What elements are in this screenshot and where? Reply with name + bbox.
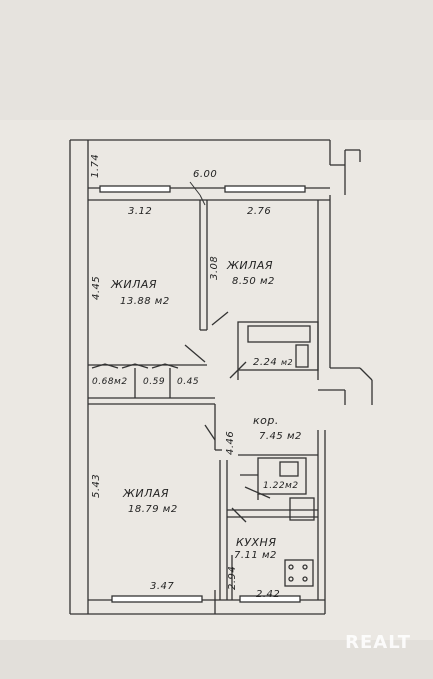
room-area-kitchen: 7.11 м2: [234, 550, 277, 561]
room-area-corridor: 7.45 м2: [259, 431, 302, 442]
room-area-toilet: 1.22м2: [263, 482, 299, 491]
dim-closet1-value: 0.68: [92, 377, 115, 387]
dim-closet1: 0.68м2: [92, 378, 128, 387]
dim-room2-width: 2.76: [247, 206, 272, 217]
dim-top-strip: 1.74: [90, 153, 101, 178]
dim-room3-depth: 5.43: [91, 473, 102, 498]
room-area-living-1: 13.88 м2: [120, 296, 170, 307]
room-area-living-3: 18.79 м2: [128, 504, 178, 515]
dimension-line-overall: [189, 181, 206, 206]
bathroom-area-unit: м2: [280, 358, 294, 367]
toilet-area-unit: м2: [285, 481, 299, 491]
dim-closet3: 0.45: [177, 377, 200, 387]
dim-room2-depth: 3.08: [209, 255, 220, 280]
dim-closet2: 0.59: [143, 377, 166, 387]
room-label-kitchen: КУХНЯ: [236, 536, 277, 549]
room-area-living-2: 8.50 м2: [232, 276, 275, 287]
room-label-living-1: ЖИЛАЯ: [111, 278, 158, 291]
dim-corridor-depth: 4.46: [225, 430, 236, 455]
dim-room3-width: 3.47: [150, 581, 175, 592]
dim-overall-width: 6.00: [193, 169, 218, 180]
room-label-living-3: ЖИЛАЯ: [123, 487, 170, 500]
realt-watermark: REALT: [345, 632, 411, 653]
room-label-corridor: кор.: [253, 414, 279, 427]
dim-room1-width: 3.12: [128, 206, 153, 217]
dim-kitchen-width: 2.42: [256, 589, 281, 600]
toilet-area-value: 1.22: [263, 481, 286, 491]
bathroom-area-value: 2.24: [253, 357, 278, 368]
plan-walls: [69, 139, 373, 615]
dim-kitchen-depth: 2.94: [227, 565, 238, 590]
room-area-bathroom: 2.24 м2: [253, 358, 293, 368]
dim-closet1-unit: м2: [114, 377, 128, 387]
dim-room1-depth: 4.45: [91, 275, 102, 300]
room-label-living-2: ЖИЛАЯ: [227, 259, 274, 272]
